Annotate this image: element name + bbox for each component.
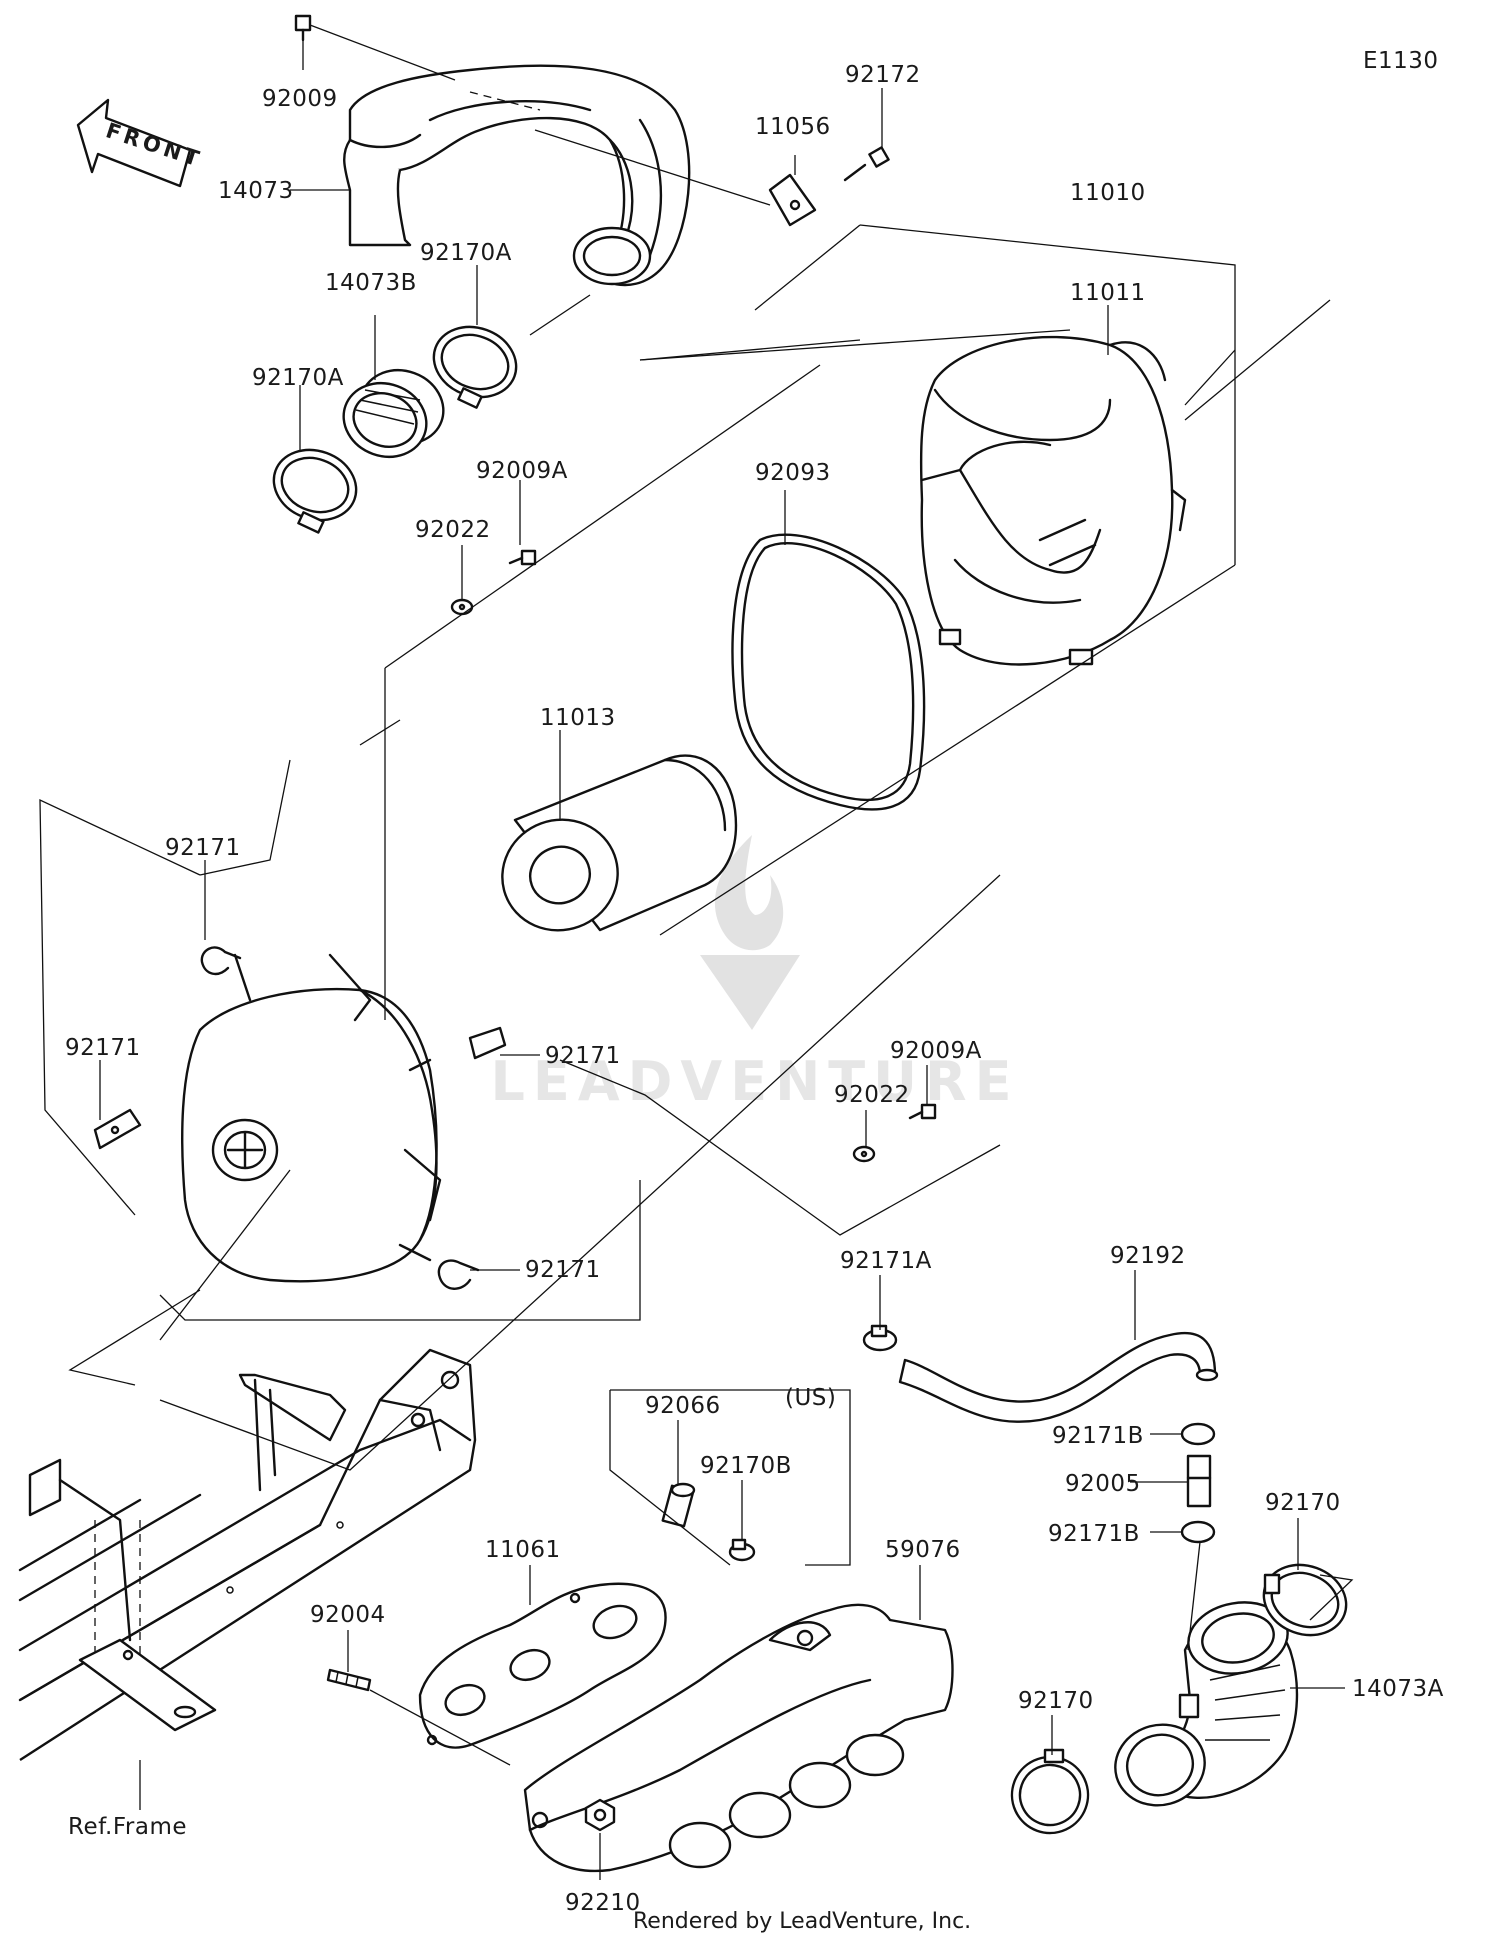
- nut-92210: [584, 1798, 616, 1832]
- label-92093: 92093: [755, 460, 831, 486]
- label-92009A-upper: 92009A: [476, 458, 568, 484]
- clip-92171-left: [93, 1108, 142, 1150]
- clamp-92171B-lower: [1180, 1520, 1216, 1544]
- label-11011: 11011: [1070, 280, 1146, 306]
- label-92171B-upper: 92171B: [1052, 1423, 1144, 1449]
- part-labels: 92009 14073 92170A 14073B 92170A 92172 1…: [65, 62, 1444, 1934]
- label-92170B: 92170B: [700, 1453, 792, 1479]
- label-11056: 11056: [755, 114, 831, 140]
- label-92171-left: 92171: [65, 1035, 141, 1061]
- joint-92005: [1186, 1454, 1212, 1508]
- label-11061: 11061: [485, 1537, 561, 1563]
- ref-frame-label: Ref.Frame: [68, 1814, 187, 1840]
- clamp-92171B-upper: [1180, 1422, 1216, 1446]
- clamp-92170A-lower: [272, 448, 358, 534]
- filter-11013: [501, 754, 738, 932]
- label-92171B-lower: 92171B: [1048, 1521, 1140, 1547]
- label-92009A-lower: 92009A: [890, 1038, 982, 1064]
- manifold-59076: [523, 1603, 954, 1873]
- hose-14073A: [1114, 1601, 1299, 1807]
- footer-credit: Rendered by LeadVenture, Inc.: [633, 1909, 971, 1934]
- gasket-92093: [731, 533, 926, 811]
- label-92171A: 92171A: [840, 1248, 932, 1274]
- label-92022-lower: 92022: [834, 1082, 910, 1108]
- duct-14073: [343, 64, 691, 287]
- label-11010: 11010: [1070, 180, 1146, 206]
- clamp-92170B: [728, 1538, 756, 1562]
- label-92192: 92192: [1110, 1243, 1186, 1269]
- washer-92022-lower: [852, 1145, 876, 1163]
- front-arrow: FRONT: [76, 98, 206, 188]
- bolt-92009A-upper: [508, 549, 537, 566]
- label-92172: 92172: [845, 62, 921, 88]
- label-59076: 59076: [885, 1537, 961, 1563]
- clip-92171-top: [200, 946, 242, 976]
- clamp-92170-left: [1010, 1748, 1090, 1835]
- label-14073B: 14073B: [325, 270, 417, 296]
- label-11013: 11013: [540, 705, 616, 731]
- label-92004: 92004: [310, 1602, 386, 1628]
- spacer-92066: [661, 1482, 696, 1528]
- leader-lines: [39, 24, 1354, 1880]
- hose-14073B: [342, 369, 445, 458]
- hose-92192: [898, 1331, 1219, 1423]
- label-92066: 92066: [645, 1393, 721, 1419]
- screw-92172: [843, 146, 890, 182]
- label-92170-left: 92170: [1018, 1688, 1094, 1714]
- washer-92022-upper: [450, 598, 474, 616]
- label-92022-upper: 92022: [415, 517, 491, 543]
- ref-frame: [18, 1348, 477, 1762]
- label-92171-top: 92171: [165, 835, 241, 861]
- label-92005: 92005: [1065, 1471, 1141, 1497]
- label-14073A: 14073A: [1352, 1676, 1444, 1702]
- region-note-us: (US): [785, 1385, 836, 1411]
- label-92170A-upper: 92170A: [420, 240, 512, 266]
- clip-92171-right: [468, 1026, 507, 1060]
- label-92170-right: 92170: [1265, 1490, 1341, 1516]
- bolt-92009: [294, 14, 312, 42]
- diagram-code: E1130: [1363, 48, 1439, 74]
- bracket-11056: [768, 173, 817, 227]
- clamp-92171A: [862, 1324, 898, 1352]
- label-92009: 92009: [262, 86, 338, 112]
- label-14073: 14073: [218, 178, 294, 204]
- stud-92004: [326, 1668, 372, 1692]
- airbox-11011: [919, 335, 1187, 666]
- airbox-cover: [181, 953, 442, 1283]
- label-92170A-lower: 92170A: [252, 365, 344, 391]
- clamp-92170A-upper: [432, 325, 518, 409]
- bolt-92009A-lower: [908, 1103, 937, 1120]
- label-92171-right: 92171: [545, 1043, 621, 1069]
- label-92210: 92210: [565, 1890, 641, 1916]
- label-92171-bottom: 92171: [525, 1257, 601, 1283]
- clip-92171-bottom: [437, 1259, 480, 1290]
- clamp-92170-right: [1262, 1563, 1348, 1637]
